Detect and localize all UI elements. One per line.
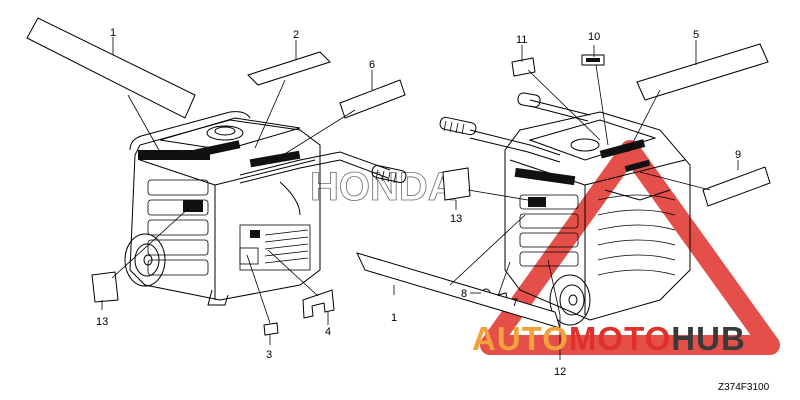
decal-5 (636, 43, 769, 101)
front-panel-grille (264, 229, 309, 264)
callout-5: 5 (693, 29, 699, 41)
left-wheel (124, 233, 166, 287)
callout-12: 12 (554, 366, 566, 378)
callout-11: 11 (516, 34, 527, 46)
decal-13-right (442, 167, 471, 201)
left-pull-handle (239, 151, 407, 216)
callout-7: 7 (512, 297, 518, 309)
callout-numbers: 1 2 6 13 3 4 11 10 5 9 13 8 7 1 12 (96, 27, 741, 378)
svg-text:AUTOMOTOHUB: AUTOMOTOHUB (472, 320, 746, 357)
callout-3: 3 (266, 349, 272, 361)
callout-13-right: 13 (450, 213, 462, 225)
watermark-hub: HUB (671, 320, 746, 357)
decal-3 (263, 322, 279, 336)
cover-brand-text: HONDA (310, 165, 457, 209)
callout-1-left: 1 (110, 27, 116, 39)
decal-1-left (26, 17, 196, 119)
decal-13-left (91, 271, 119, 303)
callout-8: 8 (461, 288, 467, 300)
decal-9 (702, 166, 771, 207)
left-side-louvers (147, 179, 209, 276)
watermark-triangle (480, 140, 780, 355)
right-pull-handle (439, 92, 591, 163)
watermark-moto: MOTO (569, 320, 671, 357)
watermark-auto: AUTO (472, 320, 569, 357)
diagram-code: Z374F3100 (718, 382, 770, 393)
callout-1-right: 1 (391, 312, 397, 324)
callout-2: 2 (293, 29, 299, 41)
right-wheel (549, 274, 591, 326)
decals (26, 17, 771, 336)
leader-lines (101, 37, 739, 360)
decal-2 (247, 51, 331, 86)
callout-9: 9 (735, 149, 741, 161)
decal-6 (339, 79, 406, 119)
side-label-strip (138, 150, 210, 160)
right-front-stripes (597, 189, 676, 276)
decal-4 (302, 289, 335, 319)
callout-6: 6 (369, 59, 375, 71)
callout-10: 10 (588, 31, 600, 43)
watermark-text: AUTOMOTOHUB (472, 320, 746, 357)
callout-13-left: 13 (96, 316, 108, 328)
right-generator (439, 92, 691, 326)
left-generator: HONDA (124, 111, 457, 306)
callout-4: 4 (325, 326, 331, 338)
